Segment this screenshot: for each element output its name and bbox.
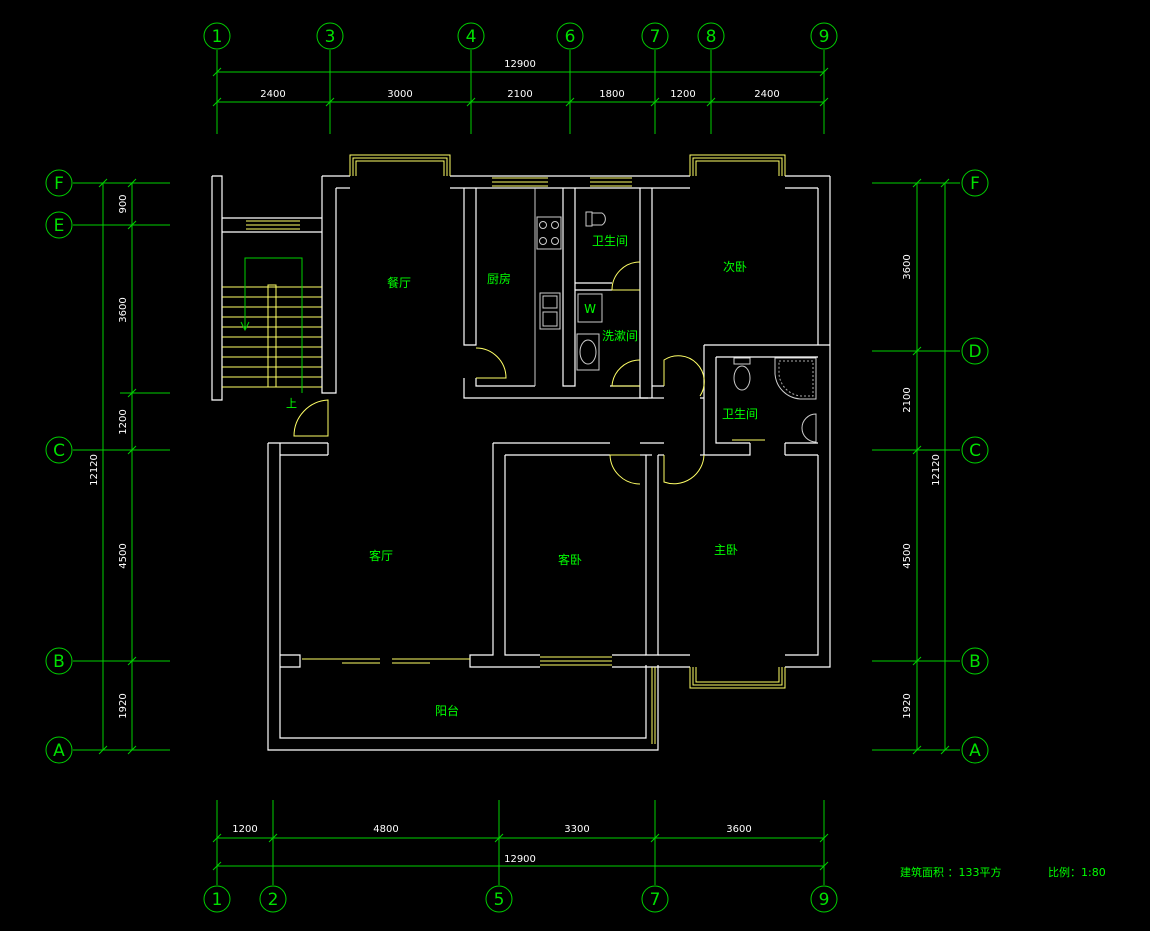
room-label-bedroom2: 次卧 xyxy=(723,260,747,274)
bottom-segment-dimension: 3600 xyxy=(726,824,751,835)
windows xyxy=(246,154,786,744)
axis-bubble-label: 7 xyxy=(650,890,661,910)
bottom-total-dimension: 12900 xyxy=(504,854,536,865)
scale-note: 比例：1:80 xyxy=(1048,865,1106,879)
room-label-kitchen: 厨房 xyxy=(487,271,511,286)
axis-bubble-label: 7 xyxy=(650,27,661,47)
top-segment-dimension: 2100 xyxy=(507,89,532,100)
right-axis-bubbles: F D C B A xyxy=(961,169,989,764)
axis-bubble-label: A xyxy=(969,741,981,761)
axis-bubble-label: 9 xyxy=(819,890,830,910)
room-label-dining: 餐厅 xyxy=(387,275,411,290)
top-segment-dimension: 1800 xyxy=(599,89,624,100)
building-area-note: 建筑面积 ：133平方 xyxy=(900,865,1002,879)
room-label-bath2: 卫生间 xyxy=(722,407,758,421)
left-segment-dimension: 3600 xyxy=(118,297,129,322)
axis-bubble-label: F xyxy=(54,174,64,194)
axis-bubble-label: E xyxy=(54,216,65,236)
bottom-segment-dimension: 4800 xyxy=(373,824,398,835)
top-segment-dimension: 2400 xyxy=(260,89,285,100)
walls xyxy=(211,175,831,751)
left-dimension-group: 12120 900 3600 1200 4500 1920 xyxy=(73,178,170,755)
kitchen-sink-icon xyxy=(539,292,561,330)
stove-icon xyxy=(536,216,562,250)
axis-bubble-label: B xyxy=(53,652,65,672)
axis-bubble-label: B xyxy=(969,652,981,672)
stair-up-label: 上 xyxy=(286,397,297,410)
stairs: 上 xyxy=(222,257,322,410)
left-segment-dimension: 1200 xyxy=(118,409,129,434)
right-total-dimension: 12120 xyxy=(931,454,942,486)
left-segment-dimension: 1920 xyxy=(118,693,129,718)
left-axis-bubbles: F E C B A xyxy=(45,169,73,764)
top-segment-dimension: 3000 xyxy=(387,89,412,100)
right-segment-dimension: 4500 xyxy=(902,543,913,568)
axis-bubble-label: 6 xyxy=(565,27,576,47)
bottom-axis-bubbles: 1 2 5 7 9 xyxy=(203,885,838,913)
room-labels: 餐厅 厨房 卫生间 洗漱间 次卧 卫生间 客厅 客卧 主卧 阳台 xyxy=(369,234,758,718)
wash-basin-icon xyxy=(801,413,817,443)
axis-bubble-label: F xyxy=(970,174,980,194)
room-label-balcony: 阳台 xyxy=(435,703,459,718)
left-total-dimension: 12120 xyxy=(89,454,100,486)
bottom-dimension-group: 1200 4800 3300 3600 12900 xyxy=(212,800,829,885)
shower-tray-icon xyxy=(774,357,817,400)
left-segment-dimension: 4500 xyxy=(118,543,129,568)
right-dimension-group: 3600 2100 4500 1920 12120 xyxy=(872,178,960,755)
axis-bubble-label: A xyxy=(53,741,65,761)
axis-bubble-label: 8 xyxy=(706,27,717,47)
top-segment-dimension: 1200 xyxy=(670,89,695,100)
washer-label: W xyxy=(584,302,596,316)
washer-icon: W xyxy=(577,293,603,323)
top-segment-dimension: 2400 xyxy=(754,89,779,100)
top-dimension-group: 12900 2400 3000 2100 1800 1200 2400 xyxy=(212,50,829,134)
axis-bubble-label: C xyxy=(969,441,981,461)
room-label-wash: 洗漱间 xyxy=(602,329,638,343)
top-total-dimension: 12900 xyxy=(504,59,536,70)
axis-bubble-label: 2 xyxy=(268,890,279,910)
right-segment-dimension: 2100 xyxy=(902,387,913,412)
right-segment-dimension: 3600 xyxy=(902,254,913,279)
bottom-segment-dimension: 1200 xyxy=(232,824,257,835)
axis-bubble-label: 1 xyxy=(212,890,223,910)
axis-bubble-label: 5 xyxy=(494,890,505,910)
fixtures: W xyxy=(534,188,817,443)
doors xyxy=(293,261,705,485)
axis-bubble-label: 3 xyxy=(325,27,336,47)
axis-bubble-label: 4 xyxy=(466,27,477,47)
room-label-master: 主卧 xyxy=(714,543,738,557)
bottom-segment-dimension: 3300 xyxy=(564,824,589,835)
right-segment-dimension: 1920 xyxy=(902,693,913,718)
axis-bubble-label: 9 xyxy=(819,27,830,47)
left-segment-dimension: 900 xyxy=(118,194,129,213)
axis-bubble-label: D xyxy=(968,342,981,362)
room-label-bath1: 卫生间 xyxy=(592,234,628,248)
toilet-icon xyxy=(585,211,606,227)
top-axis-bubbles: 1 3 4 6 7 8 9 xyxy=(203,22,838,50)
toilet-icon xyxy=(733,357,751,391)
axis-bubble-label: C xyxy=(53,441,65,461)
room-label-guest: 客卧 xyxy=(558,552,582,567)
room-label-living: 客厅 xyxy=(369,548,393,563)
wash-basin-icon xyxy=(576,333,600,371)
axis-bubble-label: 1 xyxy=(212,27,223,47)
